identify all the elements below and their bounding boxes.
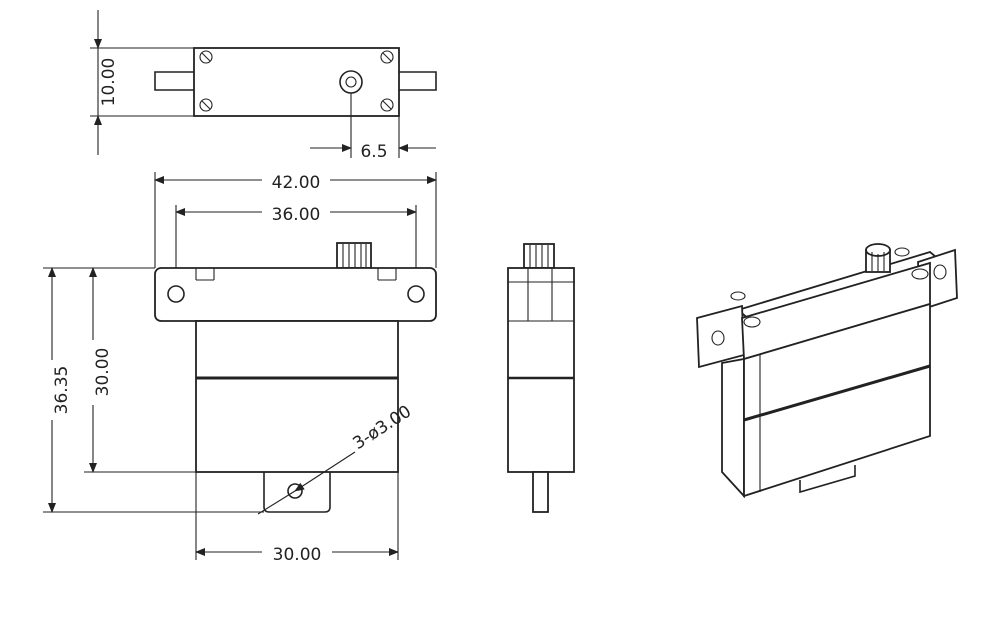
top-view-offset-dim: 6.5	[360, 142, 387, 162]
top-view-left-ear	[154, 71, 194, 91]
top-view-screws	[199, 50, 394, 112]
front-view-body-height-dim: 30.00	[93, 348, 113, 397]
front-view-overall-height-dim: 36.35	[52, 366, 72, 415]
iso-screws	[730, 247, 929, 328]
front-view-overall-width-dim: 42.00	[272, 173, 321, 193]
side-view-case	[507, 267, 575, 473]
iso-front-face	[743, 302, 931, 498]
top-view-body	[193, 47, 400, 117]
front-view-bottom-tab	[263, 472, 331, 513]
top-view-right-ear	[399, 71, 437, 91]
front-view-left-mount-hole	[167, 285, 185, 303]
side-view-bottom-tab	[532, 471, 549, 513]
iso-output-gear	[865, 243, 891, 273]
front-view-mounting-flange	[154, 267, 437, 322]
iso-left-ear	[696, 304, 745, 369]
top-view: 10.00 6.5	[90, 10, 437, 162]
iso-bottom-tab	[799, 465, 856, 494]
side-view	[507, 243, 575, 513]
front-view: 42.00 36.00 3-ø3.00	[43, 172, 437, 565]
isometric-view	[696, 243, 958, 499]
front-view-body-width-dim: 30.00	[273, 545, 322, 565]
front-view-hole-spacing-dim: 36.00	[272, 205, 321, 225]
top-view-height-dim: 10.00	[99, 58, 119, 107]
front-view-right-mount-hole	[407, 285, 425, 303]
iso-side-face	[721, 357, 745, 499]
side-view-output-gear	[523, 243, 555, 269]
front-view-case	[195, 320, 399, 473]
